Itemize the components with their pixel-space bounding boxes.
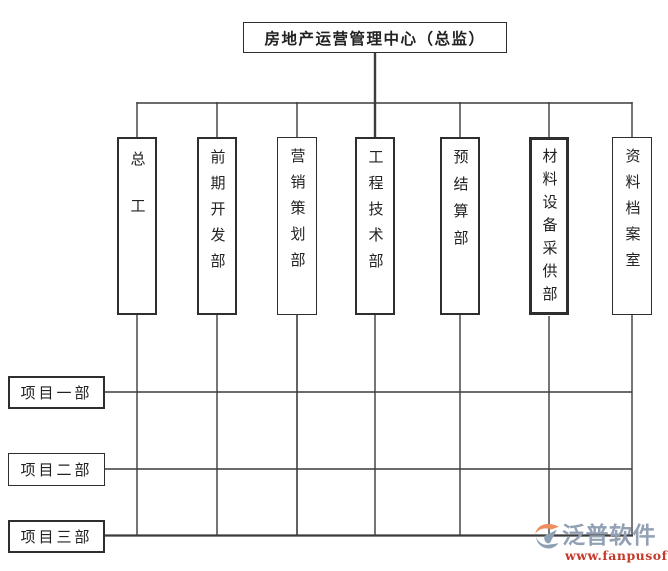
project-label: 项目二部	[20, 461, 93, 479]
fanpu-swoosh-icon	[535, 524, 559, 549]
dept-box-chief-engineer: 总工	[117, 137, 157, 315]
dept-box-archives-room: 资料档案室	[612, 137, 652, 315]
dept-box-marketing-planning: 营销策划部	[277, 137, 317, 315]
dept-label: 前期开发部	[208, 149, 227, 279]
root-box-management-center: 房地产运营管理中心（总监）	[243, 22, 507, 53]
dept-label: 总工	[128, 151, 147, 245]
dept-box-budget-settlement: 预结算部	[440, 137, 480, 315]
fanpu-watermark: 泛普软件 www.fanpusoft.com	[534, 523, 668, 563]
project-label: 项目三部	[20, 528, 93, 546]
dept-box-early-development: 前期开发部	[197, 137, 237, 315]
project-box-1: 项目一部	[8, 376, 105, 409]
project-box-2: 项目二部	[8, 453, 105, 486]
fanpu-watermark-brand-row: 泛普软件	[534, 523, 668, 550]
dept-label: 工程技术部	[366, 149, 385, 279]
dept-label: 材料设备采供部	[540, 148, 559, 309]
dept-box-materials-equipment-procurement: 材料设备采供部	[529, 137, 569, 315]
fanpu-url-text: www.fanpusoft.com	[565, 548, 668, 563]
dept-box-engineering-technology: 工程技术部	[355, 137, 395, 315]
dept-label: 资料档案室	[623, 148, 642, 278]
root-box-label: 房地产运营管理中心（总监）	[264, 28, 486, 48]
dept-label: 预结算部	[451, 149, 470, 257]
project-label: 项目一部	[20, 384, 93, 402]
dept-label: 营销策划部	[288, 148, 307, 278]
fanpu-brand-text: 泛普软件	[562, 523, 656, 549]
project-box-3: 项目三部	[8, 520, 105, 553]
